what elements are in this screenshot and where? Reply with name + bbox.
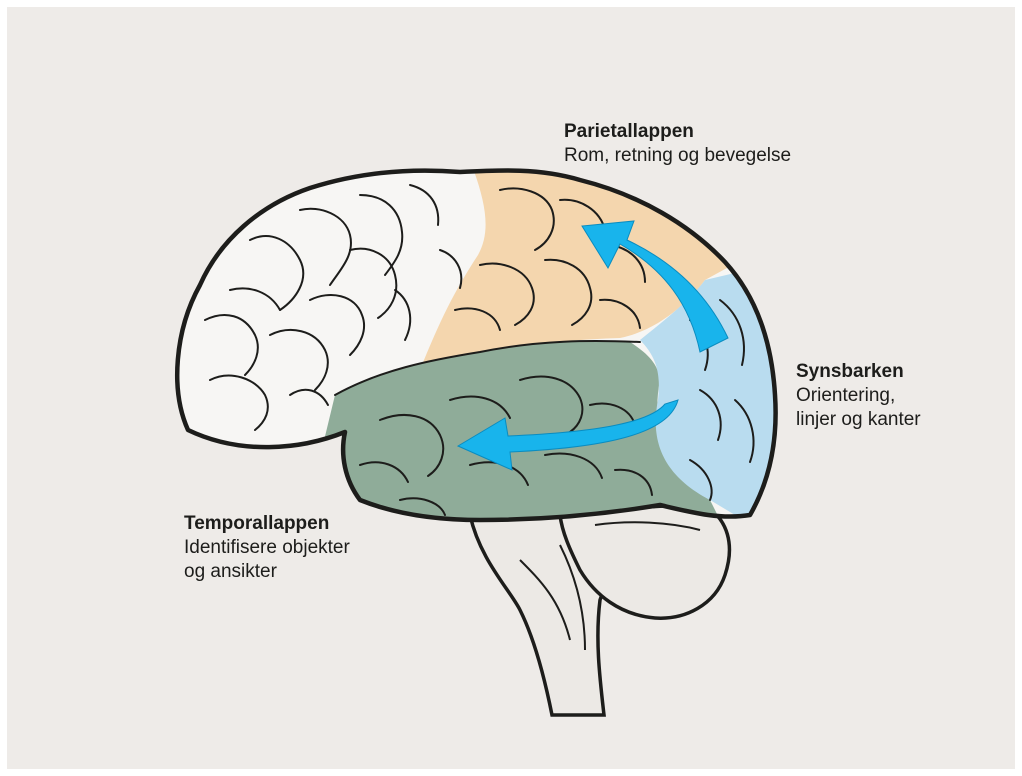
- occipital-label: Synsbarken Orientering, linjer og kanter: [796, 360, 921, 432]
- temporal-desc-line-1: Identifisere objekter: [184, 536, 350, 560]
- temporal-title: Temporallappen: [184, 512, 350, 536]
- temporal-desc-line-2: og ansikter: [184, 560, 350, 584]
- parietal-desc-line-1: Rom, retning og bevegelse: [564, 144, 791, 168]
- occipital-title: Synsbarken: [796, 360, 921, 384]
- occipital-desc-line-2: linjer og kanter: [796, 408, 921, 432]
- parietal-label: Parietallappen Rom, retning og bevegelse: [564, 120, 791, 168]
- parietal-title: Parietallappen: [564, 120, 791, 144]
- temporal-label: Temporallappen Identifisere objekter og …: [184, 512, 350, 584]
- occipital-desc-line-1: Orientering,: [796, 384, 921, 408]
